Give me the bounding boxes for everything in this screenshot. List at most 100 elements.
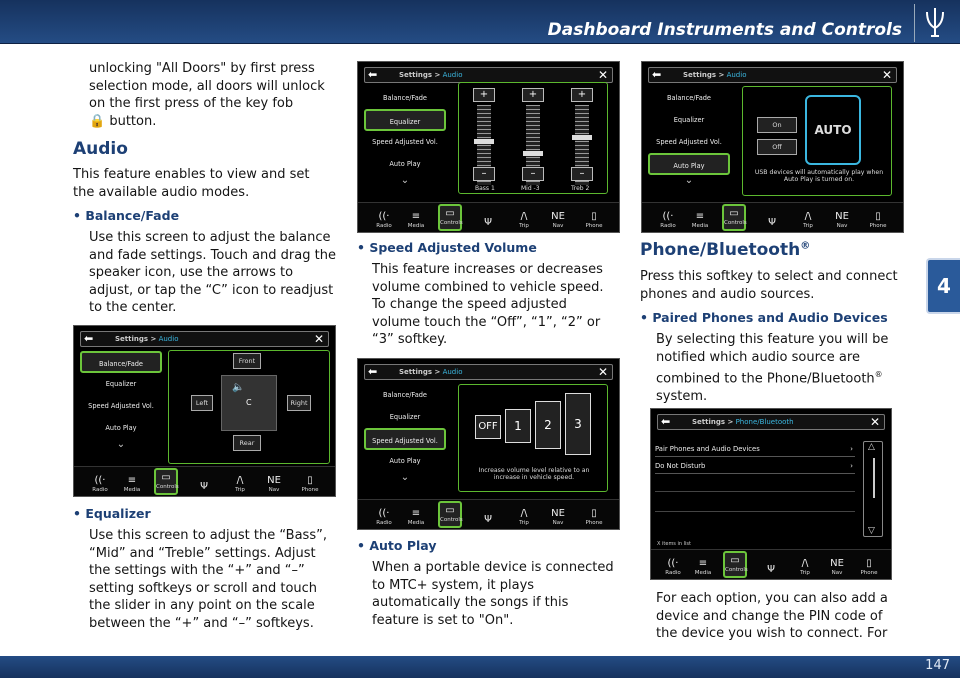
rear-button[interactable]: Rear — [233, 435, 261, 451]
nav-home[interactable]: Ψ — [192, 481, 216, 493]
phone-list-item-dnd[interactable]: Do Not Disturb› — [655, 458, 855, 474]
back-arrow-icon[interactable]: ⬅ — [368, 68, 378, 81]
chapter-tab: 4 — [926, 258, 960, 314]
nav-radio[interactable]: ((·Radio — [661, 558, 685, 576]
close-icon[interactable]: ✕ — [597, 365, 608, 379]
nav-radio[interactable]: ((·Radio — [88, 475, 112, 493]
bass-minus-button[interactable]: – — [473, 167, 495, 181]
back-arrow-icon[interactable]: ⬅ — [368, 365, 378, 378]
right-button[interactable]: Right — [287, 395, 311, 411]
nav-home[interactable]: Ψ — [759, 564, 783, 576]
menu-speed-adjusted-vol[interactable]: Speed Adjusted Vol. — [88, 402, 154, 410]
radio-icon: ((· — [667, 558, 679, 569]
menu-auto-play[interactable]: Auto Play — [389, 160, 421, 168]
nav-media[interactable]: ≡Media — [404, 211, 428, 229]
phone-bluetooth-screen: ⬅Settings > Phone/Bluetooth✕ Pair Phones… — [650, 408, 892, 580]
nav-controls[interactable]: ▭Controls — [723, 551, 748, 578]
phone-list-item-pair[interactable]: Pair Phones and Audio Devices› — [655, 441, 855, 457]
nav-media[interactable]: ≡Media — [120, 475, 144, 493]
radio-icon: ((· — [94, 475, 106, 486]
menu-speed-adjusted-vol[interactable]: Speed Adjusted Vol. — [656, 138, 722, 146]
auto-phone-icon: AUTO — [805, 95, 861, 165]
nav-home[interactable]: Ψ — [476, 217, 500, 229]
mid-plus-button[interactable]: + — [522, 88, 544, 102]
center-button[interactable]: C — [246, 398, 252, 407]
nav-phone[interactable]: ▯Phone — [857, 558, 881, 576]
nav-radio[interactable]: ((·Radio — [372, 508, 396, 526]
close-icon[interactable]: ✕ — [869, 415, 880, 429]
chevron-down-icon[interactable]: ⌄ — [116, 439, 126, 450]
close-icon[interactable]: ✕ — [881, 68, 892, 82]
trip-icon: /\ — [520, 508, 528, 519]
equalizer-text: Use this screen to adjust the “Bass”, “M… — [89, 528, 327, 631]
back-arrow-icon[interactable]: ⬅ — [652, 68, 662, 81]
sav-1-button[interactable]: 1 — [505, 409, 531, 443]
nav-media[interactable]: ≡Media — [404, 508, 428, 526]
sav-off-button[interactable]: OFF — [475, 415, 501, 439]
treble-minus-button[interactable]: – — [571, 167, 593, 181]
menu-speed-adjusted-vol[interactable]: Speed Adjusted Vol. — [364, 428, 446, 450]
nav-controls[interactable]: ▭Controls — [438, 204, 463, 231]
menu-equalizer[interactable]: Equalizer — [364, 109, 446, 131]
menu-balance-fade[interactable]: Balance/Fade — [667, 94, 711, 102]
nav-controls[interactable]: ▭Controls — [722, 204, 747, 231]
phone-icon: ▯ — [875, 211, 881, 222]
menu-balance-fade[interactable]: Balance/Fade — [80, 351, 162, 373]
nav-phone[interactable]: ▯Phone — [582, 211, 606, 229]
menu-speed-adjusted-vol[interactable]: Speed Adjusted Vol. — [372, 138, 438, 146]
nav-media[interactable]: ≡Media — [691, 558, 715, 576]
back-arrow-icon[interactable]: ⬅ — [661, 415, 671, 428]
seat-map[interactable]: 🔈 C — [221, 375, 277, 431]
nav-trip[interactable]: /\Trip — [512, 508, 536, 526]
nav-home[interactable]: Ψ — [760, 217, 784, 229]
nav-controls[interactable]: ▭Controls — [438, 501, 463, 528]
nav-phone[interactable]: ▯Phone — [582, 508, 606, 526]
page-header: Dashboard Instruments and Controls — [0, 0, 960, 44]
chevron-down-icon[interactable]: ⌄ — [400, 175, 410, 186]
bass-slider[interactable] — [474, 105, 494, 185]
treble-plus-button[interactable]: + — [571, 88, 593, 102]
bass-plus-button[interactable]: + — [473, 88, 495, 102]
autoplay-on-button[interactable]: On — [757, 117, 797, 133]
autoplay-off-button[interactable]: Off — [757, 139, 797, 155]
sav-3-button[interactable]: 3 — [565, 393, 591, 455]
left-button[interactable]: Left — [191, 395, 213, 411]
sav-2-button[interactable]: 2 — [535, 401, 561, 449]
nav-trip[interactable]: /\Trip — [793, 558, 817, 576]
breadcrumb: Settings > Audio — [683, 71, 747, 79]
close-icon[interactable]: ✕ — [597, 68, 608, 82]
menu-equalizer[interactable]: Equalizer — [673, 116, 705, 124]
menu-auto-play[interactable]: Auto Play — [648, 153, 730, 175]
nav-trip[interactable]: /\Trip — [796, 211, 820, 229]
nav-trip[interactable]: /\Trip — [228, 475, 252, 493]
menu-equalizer[interactable]: Equalizer — [389, 413, 421, 421]
menu-auto-play[interactable]: Auto Play — [105, 424, 137, 432]
nav-home[interactable]: Ψ — [476, 514, 500, 526]
chevron-down-icon[interactable]: ⌄ — [684, 175, 694, 186]
close-icon[interactable]: ✕ — [313, 332, 324, 346]
front-button[interactable]: Front — [233, 353, 261, 369]
scrollbar[interactable]: △ ▽ — [863, 441, 883, 537]
speaker-icon[interactable]: 🔈 — [232, 382, 245, 393]
mid-minus-button[interactable]: – — [522, 167, 544, 181]
menu-auto-play[interactable]: Auto Play — [389, 457, 421, 465]
mid-slider[interactable] — [523, 105, 543, 185]
menu-balance-fade[interactable]: Balance/Fade — [383, 94, 427, 102]
nav-controls[interactable]: ▭Controls — [154, 468, 179, 495]
nav-phone[interactable]: ▯Phone — [298, 475, 322, 493]
nav-radio[interactable]: ((·Radio — [656, 211, 680, 229]
menu-balance-fade[interactable]: Balance/Fade — [383, 391, 427, 399]
nav-phone[interactable]: ▯Phone — [866, 211, 890, 229]
treble-slider[interactable] — [572, 105, 592, 185]
nav-media[interactable]: ≡Media — [688, 211, 712, 229]
chevron-down-icon[interactable]: ⌄ — [400, 472, 410, 483]
back-arrow-icon[interactable]: ⬅ — [84, 332, 94, 345]
nav-trip[interactable]: /\Trip — [512, 211, 536, 229]
menu-equalizer[interactable]: Equalizer — [105, 380, 137, 388]
nav-radio[interactable]: ((·Radio — [372, 211, 396, 229]
